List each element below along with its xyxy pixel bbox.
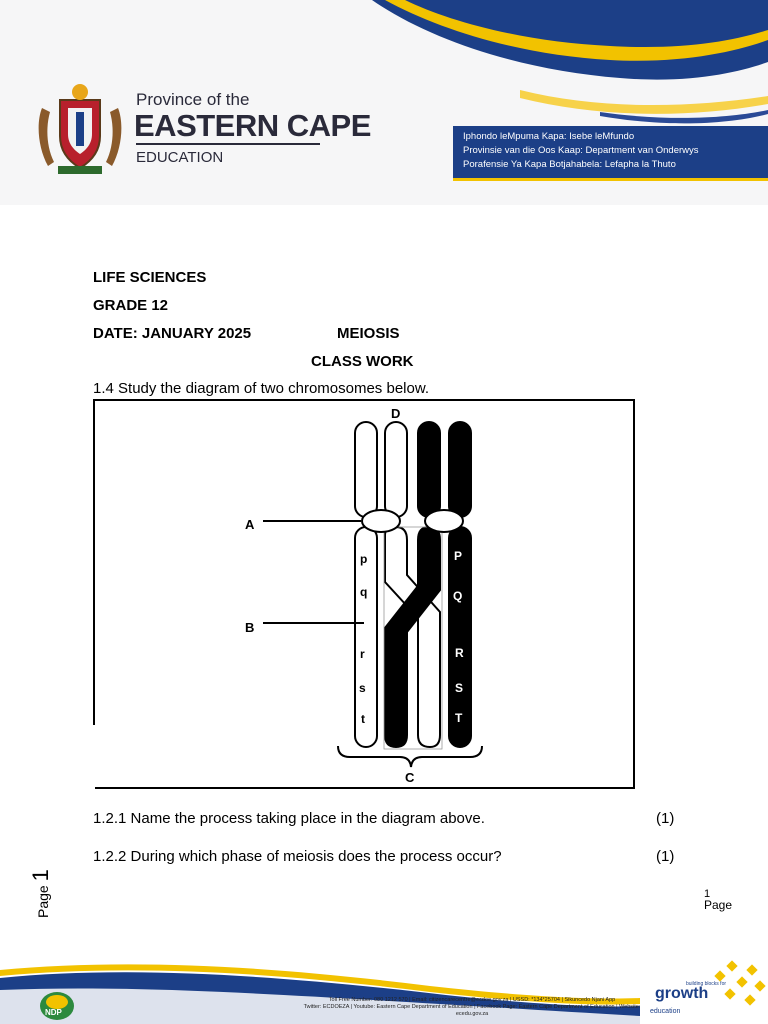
department-line-sesotho: Porafensie Ya Kapa Botjahabela: Lefapha … [463, 159, 676, 170]
question-1-2-1: 1.2.1 Name the process taking place in t… [93, 810, 485, 827]
footer-swoosh-graphic [0, 960, 766, 1024]
footer-contact-line1: Toll Free Number: 080 1212 570 | Email: … [328, 997, 616, 1003]
brace-c [337, 745, 483, 768]
page-label-vertical: Page 1 [28, 869, 54, 918]
footer-contact-block: Toll Free Number: 080 1212 570 | Email: … [254, 997, 690, 1018]
gene-label-black: S [455, 681, 464, 695]
worksheet-type: CLASS WORK [311, 353, 414, 370]
growth-logo-word: growth [655, 985, 709, 1002]
department-line-xhosa: Iphondo leMpuma Kapa: Isebe leMfundo [463, 131, 635, 142]
subject-title: LIFE SCIENCES [93, 269, 207, 286]
gene-label-black: Q [453, 589, 463, 603]
label-d: D [391, 406, 401, 421]
page-number-corner: 1 [704, 888, 711, 900]
department-banner: Iphondo leMpuma Kapa: Isebe leMfundo Pro… [453, 126, 768, 181]
page-number-vertical: 1 [28, 869, 53, 882]
gene-label-black: R [455, 646, 464, 660]
question-intro: 1.4 Study the diagram of two chromosomes… [93, 380, 430, 397]
gene-label-white: s [359, 681, 366, 695]
gene-label-black: P [454, 549, 463, 563]
question-1-2-2-marks: (1) [656, 848, 675, 865]
crossover-region-outline [383, 526, 443, 750]
crossover-black-segment [384, 525, 441, 749]
label-c: C [405, 770, 415, 785]
question-1-2-2: 1.2.2 During which phase of meiosis does… [93, 848, 502, 865]
page-label-corner: Page [704, 898, 733, 912]
department-underline [453, 178, 768, 181]
header-swoosh-graphic [372, 0, 768, 124]
page-label-vertical-text: Page [35, 885, 51, 918]
diagram-frame [95, 399, 635, 789]
topic-title: MEIOSIS [337, 325, 400, 342]
gene-label-white: r [360, 647, 365, 661]
department-line-afrikaans: Provinsie van die Oos Kaap: Department v… [463, 145, 699, 156]
chromatid-2-upper-arm [384, 421, 408, 518]
grade-title: GRADE 12 [93, 297, 169, 314]
date-line: DATE: JANUARY 2025 [93, 325, 252, 342]
chromatid-3-upper-arm [417, 421, 441, 518]
growth-logo-sub: education [650, 1008, 681, 1015]
ndp-logo [40, 992, 74, 1020]
centromere-black [424, 509, 464, 533]
footer-contact-line2: Twitter: ECDOEZA | Youtube: Eastern Cape… [303, 1004, 641, 1010]
chromatid-4-upper-arm [448, 421, 472, 518]
label-a: A [245, 517, 255, 532]
label-b: B [245, 620, 255, 635]
gene-label-black: T [455, 711, 463, 725]
chromatid-1-upper-arm [354, 421, 378, 518]
ndp-logo-text: NDP [45, 1008, 62, 1017]
growth-tagline: building blocks for [686, 981, 727, 987]
question-1-2-1-marks: (1) [656, 810, 675, 827]
gene-label-white: p [360, 552, 368, 566]
diagram-frame-left-edge [93, 399, 95, 725]
gene-label-white: t [361, 712, 365, 726]
coat-of-arms-logo [38, 84, 122, 174]
province-divider [136, 143, 320, 145]
province-name-line3: EDUCATION [136, 149, 224, 166]
footer-contact-line3: ecedu.gov.za [455, 1011, 489, 1017]
centromere-white [361, 509, 401, 533]
province-name-line1: Province of the [136, 90, 250, 109]
province-name-line2: EASTERN CAPE [134, 108, 371, 143]
gene-label-white: q [360, 585, 368, 599]
